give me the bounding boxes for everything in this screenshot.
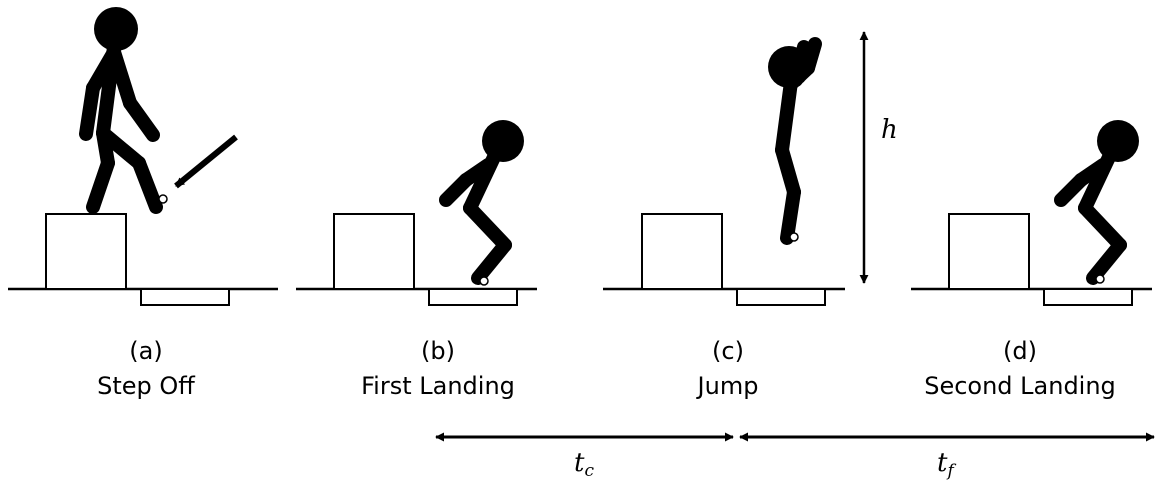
panel-first-landing: (b) First Landing — [296, 120, 537, 400]
flight-time-label: tf — [937, 448, 956, 481]
foot-marker — [1095, 274, 1105, 284]
panel-step-off: (a) Step Off — [8, 7, 278, 400]
drop-box — [948, 213, 1030, 290]
panel-letter: (d) — [1003, 337, 1037, 365]
force-plate — [140, 288, 230, 306]
jump-height-label: h — [881, 115, 898, 145]
foot-marker — [479, 276, 489, 286]
head — [482, 120, 524, 162]
panel-second-landing: (d) Second Landing — [911, 120, 1152, 400]
head — [94, 7, 138, 51]
head — [1097, 120, 1139, 162]
panel-letter: (c) — [712, 337, 744, 365]
panel-jump: h (c) Jump — [603, 31, 898, 400]
drop-box — [45, 213, 127, 290]
drop-box — [333, 213, 415, 290]
panel-caption: First Landing — [361, 372, 515, 400]
drop-box — [641, 213, 723, 290]
head — [768, 46, 810, 88]
stick-figure-walking — [79, 40, 163, 214]
stick-figure-crouch — [439, 148, 512, 285]
panel-caption: Jump — [696, 372, 759, 400]
stick-figure-crouch — [1054, 148, 1127, 285]
force-plate — [1043, 288, 1133, 306]
panel-letter: (a) — [129, 337, 162, 365]
foot-marker — [789, 232, 799, 242]
foot-marker — [158, 194, 168, 204]
panel-letter: (b) — [421, 337, 455, 365]
contact-time-label: tc — [574, 448, 594, 481]
panel-caption: Step Off — [97, 372, 195, 400]
panel-caption: Second Landing — [924, 372, 1116, 400]
pointer-arrow — [174, 134, 238, 189]
force-plate — [736, 288, 826, 306]
force-plate — [428, 288, 518, 306]
